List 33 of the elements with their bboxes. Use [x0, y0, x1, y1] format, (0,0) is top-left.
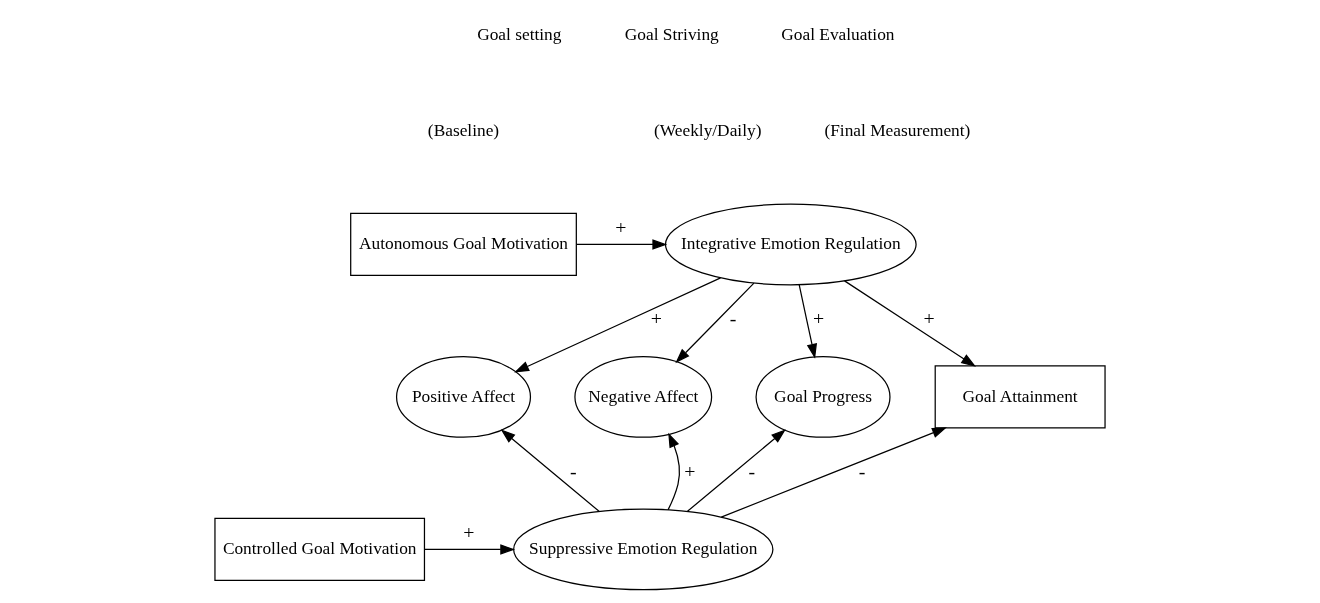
arrow	[798, 284, 818, 359]
label: Goal setting	[477, 25, 562, 45]
node-ellipse: Goal Progress	[755, 356, 891, 438]
edge-label: -	[729, 307, 737, 330]
arrow	[500, 429, 600, 512]
edge-label: -	[858, 459, 866, 482]
node-ellipse: Negative Affect	[574, 356, 713, 438]
arrow	[675, 282, 755, 364]
node-box: Controlled Goal Motivation	[214, 517, 426, 582]
label: (Final Measurement)	[824, 120, 971, 140]
edge-label: +	[923, 307, 935, 330]
arrow	[424, 544, 516, 555]
edge-label: +	[813, 307, 825, 330]
label: (Baseline)	[427, 120, 500, 140]
edge-label: -	[748, 459, 756, 482]
node-ellipse: Integrative Emotion Regulation	[664, 203, 917, 286]
arrow	[576, 239, 668, 250]
label: Goal Evaluation	[781, 25, 895, 45]
arrow	[686, 429, 786, 512]
label: Goal Striving	[624, 25, 719, 45]
arrow	[514, 277, 722, 373]
node-box: Autonomous Goal Motivation	[350, 212, 577, 277]
node-box: Goal Attainment	[934, 365, 1106, 429]
edge-label: -	[569, 459, 577, 482]
node-ellipse: Suppressive Emotion Regulation	[513, 508, 774, 591]
edge-label: +	[650, 307, 662, 330]
edge-label: +	[684, 459, 696, 482]
arrow	[843, 280, 976, 367]
edge-label: +	[615, 216, 627, 239]
label: (Weekly/Daily)	[654, 120, 762, 140]
arrow	[667, 432, 681, 511]
arrow	[720, 427, 947, 518]
edge-label: +	[463, 521, 475, 544]
